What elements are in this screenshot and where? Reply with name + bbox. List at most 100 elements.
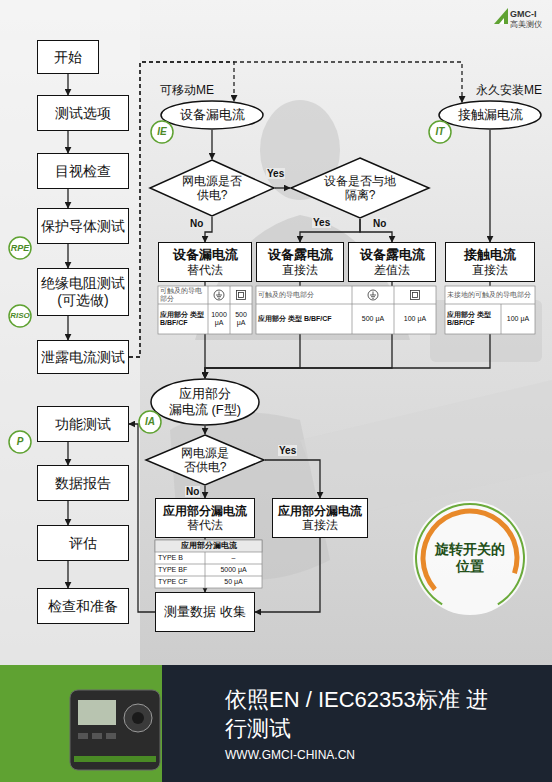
poster-title: 依照EN / IEC62353标准 进行测试	[225, 686, 500, 743]
flow-connector	[67, 74, 68, 95]
table-grid	[256, 286, 436, 334]
method-box: 接触电流直接法	[445, 242, 535, 282]
badge-outline	[151, 121, 173, 143]
device-button	[78, 733, 88, 739]
process-box: 数据报告	[37, 465, 129, 501]
node-title: 设备露电流	[260, 247, 340, 263]
measurement-oval: 接触漏电流永久安装ME	[438, 100, 542, 130]
earth-symbol	[216, 292, 222, 299]
oval-outline	[151, 379, 259, 425]
node-title: 开始	[41, 49, 95, 66]
table-cell: 可触及的导电部分	[258, 286, 350, 304]
table-grid	[158, 286, 252, 334]
node-title: 绝缘电阻测试 (可选做)	[41, 275, 125, 309]
device-button	[106, 733, 116, 739]
symbol-badge: IE	[150, 120, 174, 144]
badge-outline	[139, 411, 161, 433]
flow-connector	[67, 131, 68, 153]
device-knob	[124, 704, 152, 732]
node-content: 测试选项	[41, 105, 125, 122]
flow-connector	[275, 187, 290, 188]
logo-text: GMC-I	[510, 9, 550, 20]
node-title: 目视检查	[41, 163, 125, 180]
table-cell: TYPE B	[158, 552, 204, 564]
flow-connector	[211, 130, 212, 159]
flow-connector	[205, 217, 212, 242]
node-heading: 永久安装ME	[476, 83, 542, 97]
badge-symbol: RPE	[8, 243, 32, 254]
badge-outline	[429, 121, 451, 143]
node-content: IA	[138, 416, 162, 428]
earth-symbol	[370, 292, 376, 299]
node-content: 设备是否与地 隔离?	[315, 174, 405, 203]
logo-text: 高美测仪	[510, 20, 550, 30]
oval-outline	[161, 101, 263, 129]
flow-connector	[67, 442, 68, 465]
device-screen	[78, 700, 116, 725]
measurement-oval: 应用部分 漏电流 (F型)	[150, 378, 260, 426]
process-box: 检查和准备	[37, 588, 129, 624]
flow-connector	[67, 316, 68, 340]
decision-diamond: 网电源是 否供电?	[145, 434, 265, 486]
table-cell: 500 μA	[352, 304, 394, 334]
diamond-outline	[150, 160, 274, 216]
badge-symbol: IT	[428, 126, 452, 138]
node-title: 旋转开关的 位置	[428, 541, 512, 575]
node-content: 保护导体测试	[41, 218, 125, 235]
footer-band	[0, 665, 552, 782]
node-content: 评估	[41, 535, 125, 552]
device-button	[92, 733, 102, 739]
flow-connector	[204, 426, 205, 434]
table-cell: –	[205, 552, 262, 564]
process-box: 泄露电流测试	[37, 340, 129, 374]
flow-connector	[255, 538, 320, 612]
flow-connector	[67, 189, 68, 208]
logo-mark	[499, 18, 504, 24]
table-frame	[155, 540, 262, 588]
limit-table	[155, 540, 262, 588]
node-subtitle: 直接法	[276, 518, 364, 532]
node-title: 检查和准备	[41, 598, 125, 615]
node-title: 测试选项	[41, 105, 125, 122]
process-box: 测试选项	[37, 95, 129, 131]
flow-connector	[489, 130, 490, 242]
table-cell: 100 μA	[394, 304, 436, 334]
badge-symbol: IE	[150, 126, 174, 138]
node-content: 网电源是 否供电?	[167, 446, 244, 475]
node-content: 网电源是否 供电?	[172, 174, 253, 203]
node-subtitle: 替代法	[162, 263, 248, 277]
node-title: 设备露电流	[352, 247, 432, 263]
method-box: 应用部分漏电流直接法	[272, 498, 368, 538]
flow-connector	[67, 561, 68, 588]
node-content: 设备露电流差值法	[352, 247, 432, 277]
table-frame	[256, 286, 436, 334]
table-cell: 可触及的导电部分	[160, 286, 206, 304]
node-subtitle: 替代法	[159, 518, 251, 532]
process-box: 功能测试	[37, 406, 129, 442]
table-cell: 应用部分漏电流	[155, 540, 262, 552]
method-box: 设备露电流直接法	[256, 242, 344, 282]
process-box: 保护导体测试	[37, 208, 129, 244]
node-content: 接触漏电流	[449, 107, 532, 123]
photo-light	[0, 0, 140, 665]
badge-symbol: RISO	[8, 311, 32, 321]
class2-symbol	[413, 293, 418, 298]
table-frame	[445, 286, 535, 334]
table-cell: 100 μA	[501, 304, 535, 334]
process-box: 绝缘电阻测试 (可选做)	[37, 268, 129, 316]
symbol-badge: RISO	[8, 304, 32, 328]
symbol-badge: IA	[138, 410, 162, 434]
node-title: 测量数据 收集	[159, 604, 251, 620]
class2-symbol	[239, 293, 244, 298]
diamond-outline	[291, 158, 429, 218]
table-header	[155, 540, 262, 552]
node-title: 保护导体测试	[41, 218, 125, 235]
node-title: 应用部分漏电流	[276, 504, 364, 518]
flow-connector	[265, 460, 320, 498]
method-box: 设备漏电流替代法	[158, 242, 252, 282]
dial-arc	[421, 509, 520, 591]
table-frame	[158, 286, 252, 334]
flow-connector	[360, 219, 392, 242]
edge-label: No	[372, 218, 387, 229]
